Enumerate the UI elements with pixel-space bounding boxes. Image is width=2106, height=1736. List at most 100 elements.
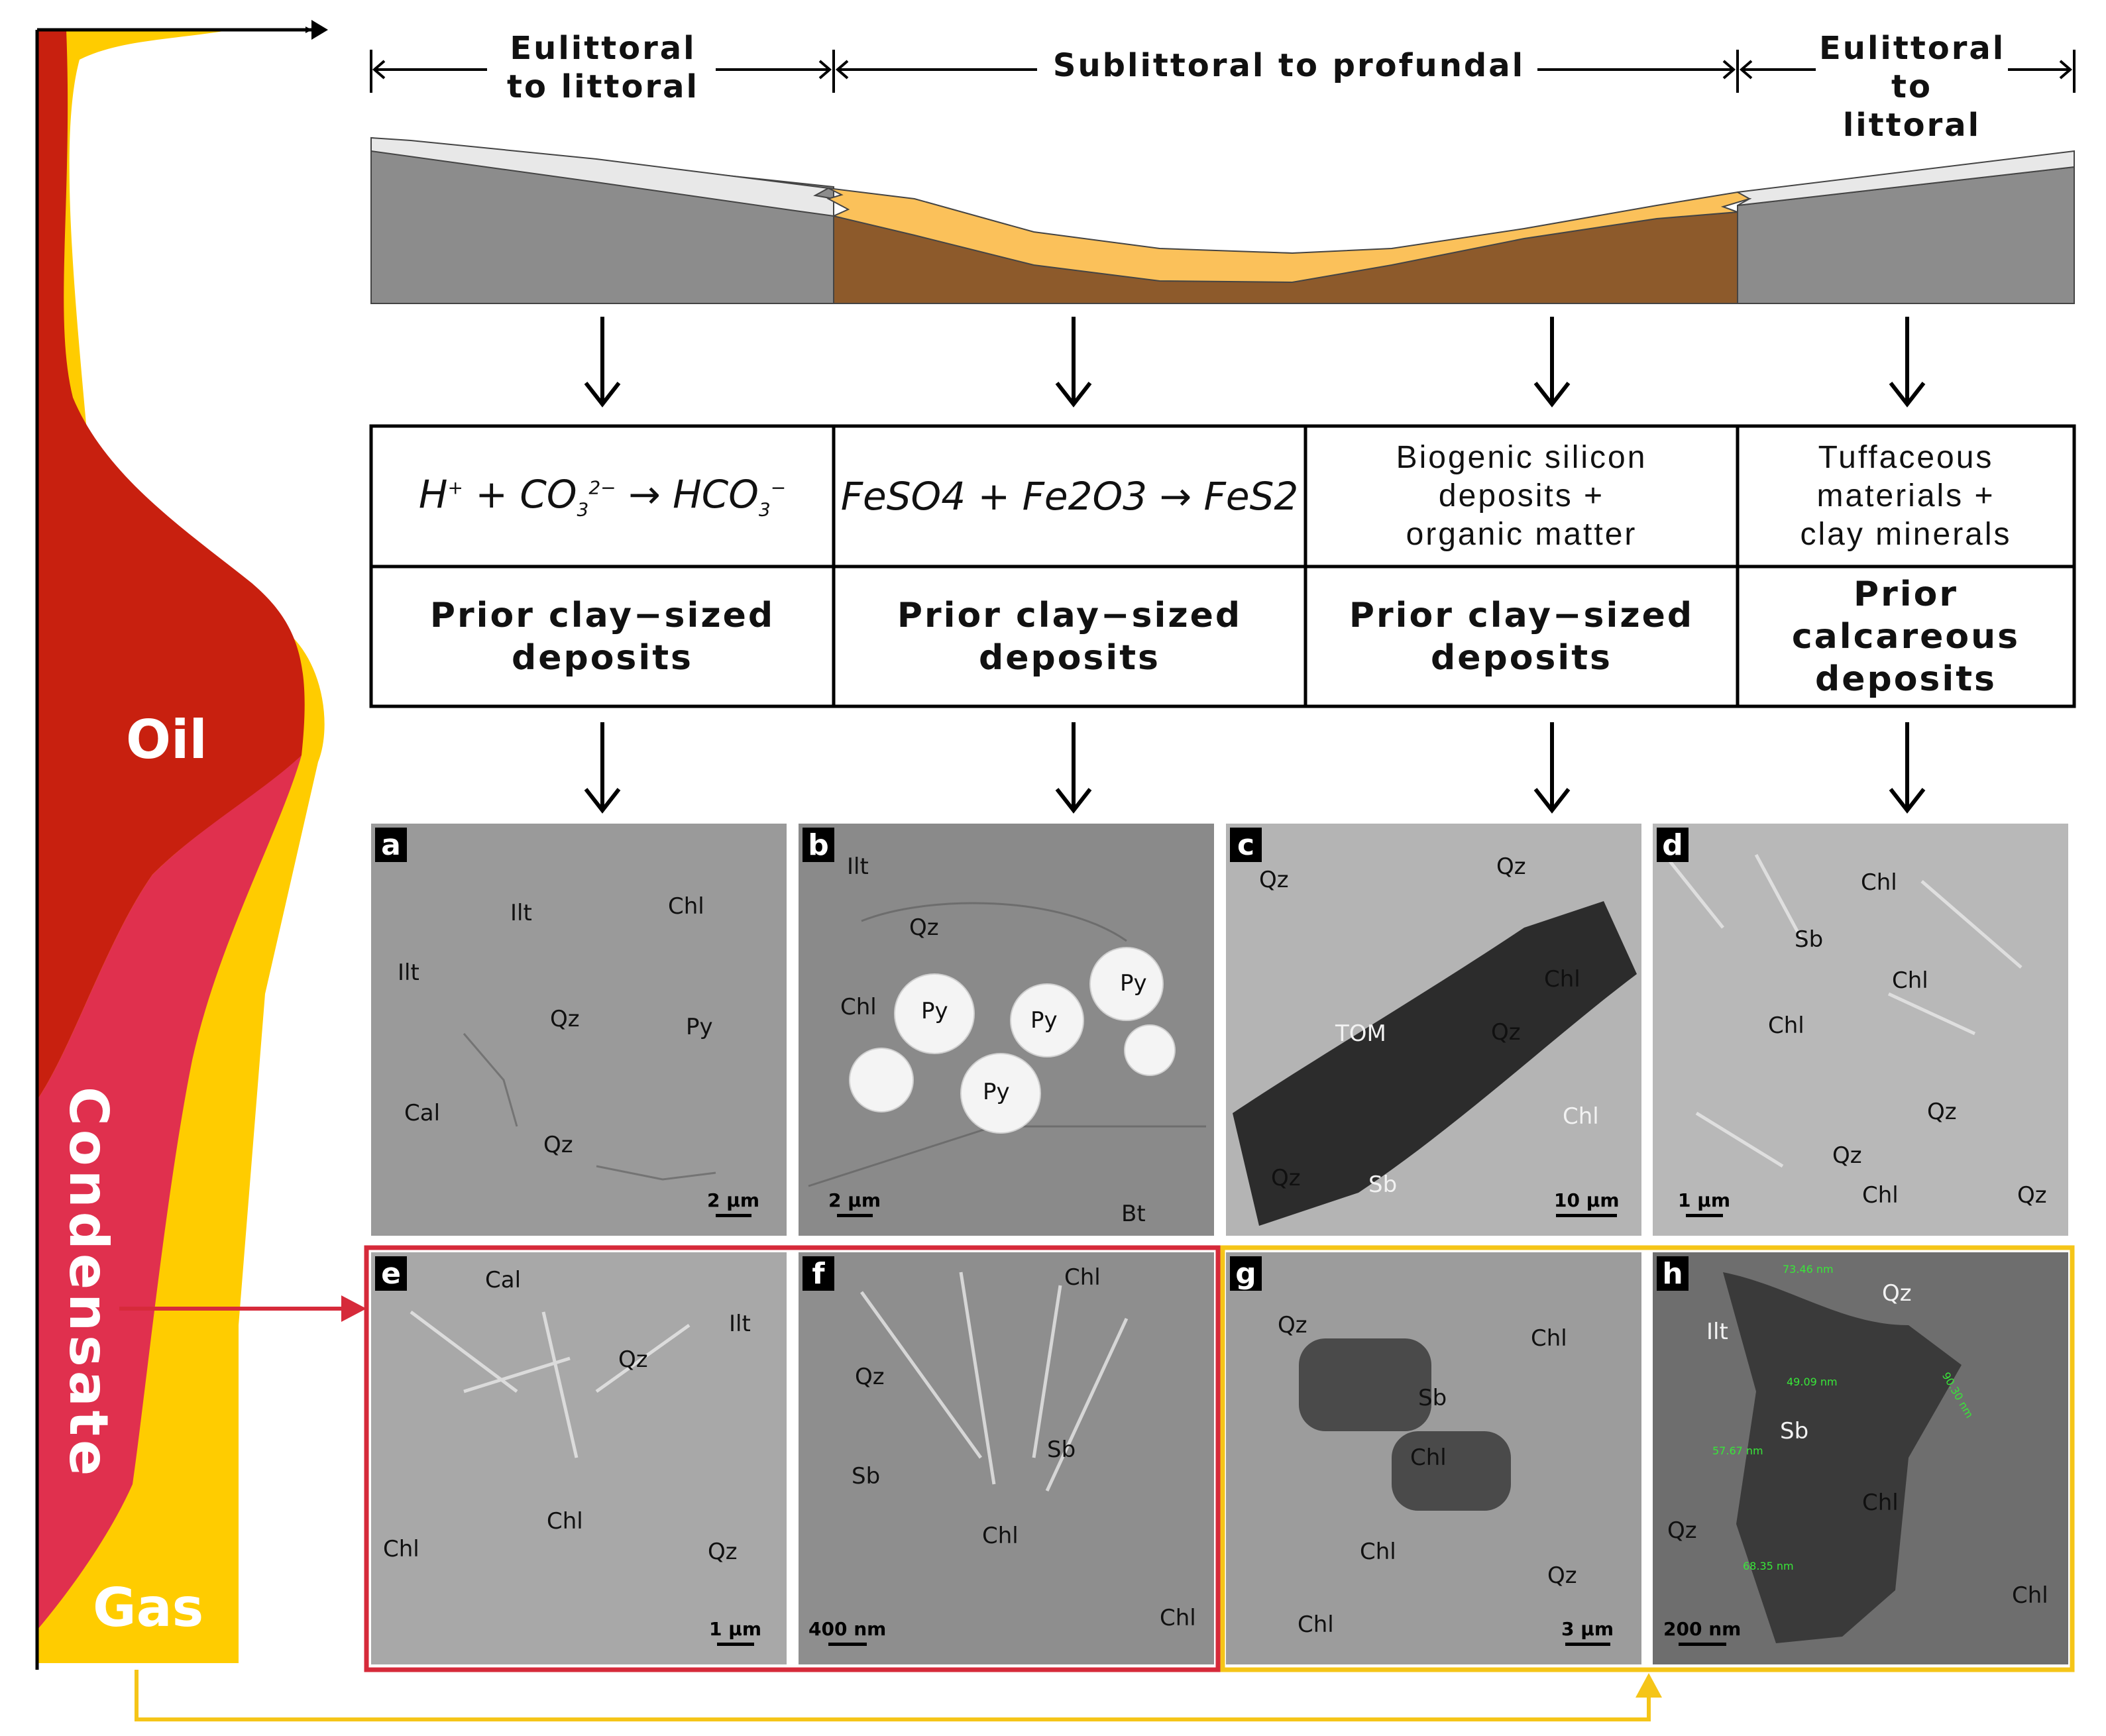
mineral-label: Sb	[1418, 1385, 1447, 1411]
oil-region	[37, 30, 305, 1100]
panel-letter-d: d	[1657, 828, 1689, 862]
mineral-label: Sb	[1047, 1437, 1076, 1463]
gas-connector-arrow	[135, 1670, 1662, 1721]
mineral-label: Chl	[1892, 967, 1928, 994]
panel-letter-c: c	[1230, 828, 1262, 862]
yellow-frame	[1220, 1245, 2075, 1672]
mineral-label: Py	[1120, 970, 1147, 997]
mineral-label: Sb	[1780, 1418, 1809, 1444]
mineral-label: Chl	[1768, 1012, 1804, 1039]
mineral-label: Chl	[1563, 1103, 1599, 1130]
process-equation-2: FeSO4 + Fe2O3 → FeS2	[840, 474, 1299, 519]
scale-bar-b: 2 μm	[828, 1189, 881, 1217]
oil-label: Oil	[126, 709, 207, 771]
panel-letter-e: e	[375, 1256, 407, 1291]
scale-bar-h: 200 nm	[1663, 1618, 1741, 1646]
process-equation-1: H+ + CO32− → HCO3−	[418, 472, 787, 521]
measurement-label: 73.46 nm	[1783, 1263, 1834, 1275]
mineral-label: Py	[686, 1014, 713, 1040]
mineral-label: Qz	[1271, 1165, 1301, 1191]
mineral-label: Chl	[1410, 1444, 1447, 1471]
mineral-label: Chl	[1298, 1611, 1334, 1638]
mineral-label: Qz	[1547, 1562, 1577, 1589]
mineral-label: Chl	[547, 1508, 583, 1535]
mineral-label: Chl	[1862, 1490, 1899, 1516]
mineral-label: Py	[1030, 1007, 1058, 1034]
scale-bar-d: 1 μm	[1678, 1189, 1730, 1217]
mineral-label: Qz	[550, 1006, 580, 1032]
down-arrows-row-1	[584, 317, 1926, 407]
mineral-label: Py	[983, 1079, 1010, 1105]
mineral-label: Ilt	[398, 959, 419, 986]
mineral-label: Chl	[1360, 1539, 1396, 1565]
mineral-label: Bt	[1121, 1201, 1146, 1227]
panel-letter-g: g	[1230, 1256, 1262, 1291]
mineral-label: Chl	[2012, 1582, 2048, 1609]
mineral-label: Py	[921, 998, 948, 1024]
mineral-label: Ilt	[847, 853, 869, 880]
mineral-label: Qz	[618, 1346, 648, 1373]
mineral-label: Chl	[1544, 966, 1580, 993]
mineral-label: Ilt	[510, 900, 532, 926]
process-tuffaceous: Tuffaceous materials + clay minerals	[1800, 440, 2012, 552]
mineral-label: Qz	[1832, 1142, 1862, 1169]
scale-bar-f: 400 nm	[808, 1618, 886, 1646]
measurement-label: 68.35 nm	[1743, 1560, 1794, 1572]
condensate-connector-arrow	[119, 1295, 366, 1322]
mineral-label: Sb	[1795, 926, 1824, 953]
panel-letter-b: b	[803, 828, 834, 862]
mineral-label: Chl	[1862, 1182, 1899, 1209]
mineral-label: Qz	[708, 1539, 738, 1565]
red-frame	[364, 1245, 1221, 1672]
down-arrows-row-2	[584, 722, 1926, 814]
mineral-label: Qz	[1882, 1280, 1912, 1307]
mineral-label: Chl	[1064, 1264, 1101, 1291]
condensate-region	[37, 755, 302, 1630]
scale-bar-e: 1 μm	[709, 1618, 761, 1646]
mineral-label: Chl	[1160, 1605, 1196, 1631]
mineral-label: Chl	[982, 1523, 1019, 1549]
mineral-label: Chl	[1531, 1325, 1567, 1352]
gas-label: Gas	[93, 1577, 204, 1639]
hydrocarbon-maturity-column	[35, 20, 328, 1670]
mineral-label: Qz	[909, 914, 939, 941]
zone-header-right: Eulittoral to littoral	[1819, 30, 2006, 144]
mineral-label: Cal	[485, 1267, 522, 1293]
mineral-label: Qz	[1491, 1019, 1521, 1046]
mineral-label: TOM	[1335, 1020, 1386, 1047]
mineral-label: Qz	[2017, 1182, 2047, 1209]
zone-header-left: Eulittoral to littoral	[507, 30, 699, 105]
measurement-label: 49.09 nm	[1787, 1376, 1838, 1388]
process-biogenic: Biogenic silicon deposits + organic matt…	[1396, 440, 1647, 552]
scale-bar-a: 2 μm	[707, 1189, 759, 1217]
mineral-label: Ilt	[1706, 1319, 1728, 1345]
sem-panel-d	[1653, 824, 2068, 1236]
mineral-label: Qz	[855, 1364, 885, 1390]
zone-header-arrows	[370, 50, 2076, 93]
panel-letter-f: f	[803, 1256, 834, 1291]
mineral-label: Cal	[404, 1100, 441, 1126]
measurement-label: 57.67 nm	[1712, 1444, 1763, 1457]
panel-letter-a: a	[375, 828, 407, 862]
mineral-label: Ilt	[729, 1311, 751, 1337]
mineral-label: Qz	[1496, 853, 1526, 880]
sem-images	[371, 824, 2068, 1664]
mineral-label: Qz	[1278, 1312, 1307, 1338]
mineral-label: Qz	[543, 1132, 573, 1158]
mineral-label: Chl	[383, 1536, 419, 1562]
mineral-label: Qz	[1927, 1099, 1957, 1125]
mineral-label: Chl	[1861, 869, 1897, 896]
mineral-label: Chl	[668, 893, 704, 920]
mineral-label: Qz	[1667, 1517, 1697, 1544]
mineral-label: Chl	[840, 994, 877, 1020]
scale-bar-g: 3 μm	[1561, 1618, 1614, 1646]
mineral-label: Qz	[1259, 867, 1289, 893]
mineral-label: Sb	[1368, 1171, 1398, 1198]
sem-panel-e	[371, 1252, 787, 1664]
sem-panel-f	[799, 1252, 1214, 1664]
